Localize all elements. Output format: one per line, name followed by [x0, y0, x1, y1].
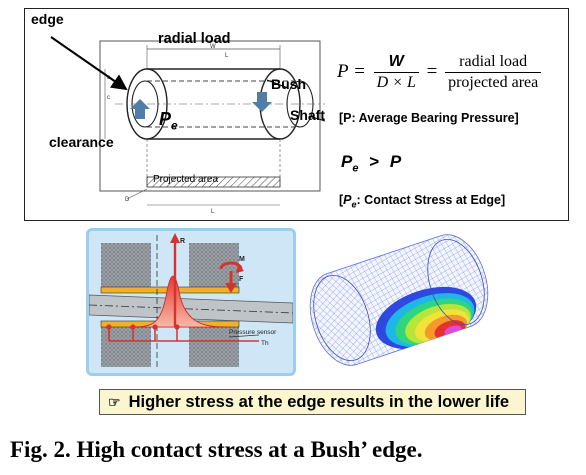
note-bracket: [ [339, 193, 344, 207]
pe-label-symbol: P [159, 109, 172, 129]
edge-stress-test-diagram: R M F Pressure sensor Th [86, 228, 296, 376]
bearing-pressure-panel: W L c c D L [24, 8, 569, 221]
label-sensor: Pressure sensor [229, 329, 277, 336]
note-pe-text: : Contact Stress at Edge] [356, 193, 506, 207]
inequality: Pe > P [341, 152, 401, 174]
projected-area-label: Projected area [153, 174, 219, 185]
dim-w-label: W [210, 44, 216, 50]
edge-label: edge [31, 11, 64, 27]
pe-label-subscript: e [171, 118, 178, 133]
formula-frac2-den: projected area [448, 74, 539, 91]
formula-lhs: P = [337, 60, 366, 82]
banner-text: Higher stress at the edge results in the… [128, 393, 510, 411]
formula-fraction-wdl: W D × L [373, 53, 419, 92]
edge-pressure-arrow [130, 99, 150, 119]
conclusion-banner: ☞ Higher stress at the edge results in th… [99, 389, 526, 415]
formula-fraction-load-area: radial load projected area [445, 53, 542, 92]
pointing-hand-icon: ☞ [108, 394, 121, 410]
ineq-lhs-sub: e [352, 162, 359, 175]
bush-shaft-drawing: W L c c D L [99, 40, 326, 215]
label-m: M [239, 256, 245, 263]
pressure-formula: P = W D × L = radial load projected area [337, 53, 542, 92]
ineq-lhs: P [341, 152, 353, 171]
note-pe-symbol: P [343, 193, 352, 207]
dim-l-top-label: L [225, 53, 229, 59]
radial-load-label: radial load [158, 31, 231, 47]
test-rig-svg: R M F Pressure sensor Th [89, 233, 293, 369]
note-pe-sub: e [351, 199, 357, 210]
bush-label: Bush [271, 76, 306, 92]
contact-stress-note: [Pe: Contact Stress at Edge] [339, 193, 505, 210]
label-f: F [239, 276, 244, 283]
load-arrow [252, 92, 272, 112]
shaft-label: Shaft [290, 107, 325, 123]
dim-d-label: D [125, 197, 130, 203]
dim-l-bottom-label: L [211, 209, 215, 215]
fea-contour-plot [309, 234, 489, 366]
label-th: Th [261, 340, 269, 347]
average-pressure-note: [P: Average Bearing Pressure] [339, 111, 519, 125]
ineq-rhs: P [389, 152, 402, 171]
formula-frac1-den: D × L [376, 74, 416, 91]
ineq-op: > [369, 152, 380, 171]
pe-label: Pe [159, 109, 178, 133]
dim-c2-label: c [107, 95, 110, 101]
formula-frac2-num: radial load [445, 53, 542, 73]
formula-eq: = [426, 60, 438, 82]
edge-leader-arrow [50, 36, 128, 91]
figure-caption: Fig. 2. High contact stress at a Bush’ e… [10, 437, 423, 462]
clearance-label: clearance [49, 134, 114, 150]
label-r: R [180, 238, 185, 245]
formula-frac1-num: W [373, 53, 419, 73]
projected-area-hatch [146, 176, 281, 188]
stress-peak [128, 275, 230, 328]
